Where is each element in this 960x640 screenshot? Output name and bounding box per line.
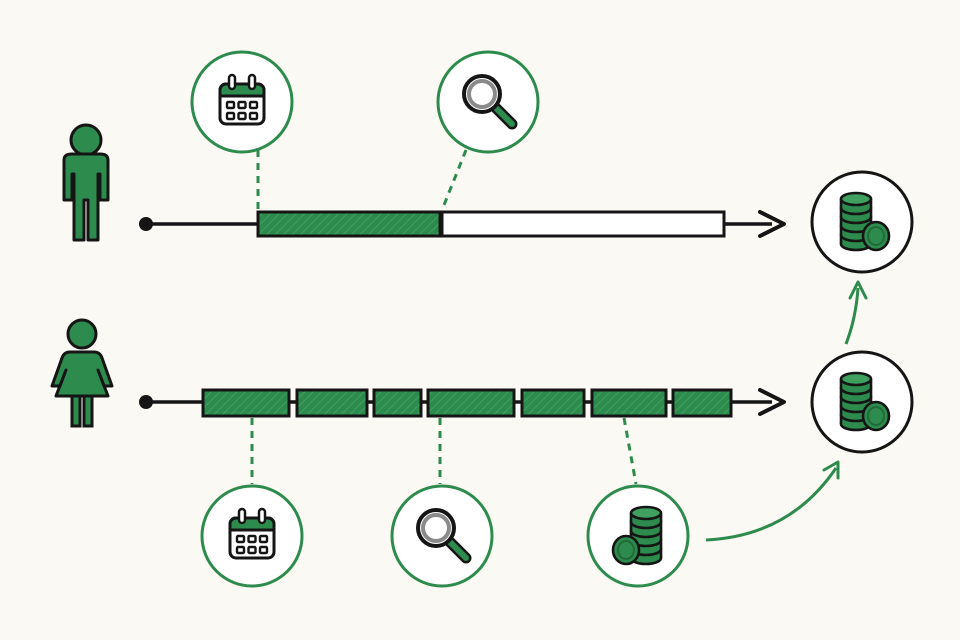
milestone-connector — [622, 417, 638, 485]
timeline-segment — [372, 388, 423, 418]
timeline-segment — [201, 388, 291, 418]
milestone-calendar — [200, 484, 304, 588]
arrowhead — [848, 280, 868, 300]
timeline-bottom — [50, 318, 914, 588]
milestone-coins — [586, 484, 690, 588]
timeline-segment — [590, 388, 668, 418]
timeline-arrowhead — [758, 210, 786, 238]
timeline-segment — [671, 388, 733, 418]
end-coins-top — [810, 170, 914, 274]
curved-arrow-bottom-to-top — [844, 287, 860, 345]
milestone-connector — [440, 149, 468, 211]
timeline-segment-empty — [440, 210, 726, 238]
timeline-segment — [295, 388, 369, 418]
end-coins-bottom — [810, 350, 914, 454]
woman-person-icon — [50, 318, 114, 428]
timeline-segment-filled — [256, 210, 442, 238]
arrowhead — [822, 460, 840, 480]
milestone-magnifier — [390, 484, 494, 588]
milestone-calendar — [190, 50, 294, 154]
timeline-start-dot — [139, 395, 153, 409]
milestone-magnifier — [436, 50, 540, 154]
timeline-start-dot — [139, 217, 153, 231]
timeline-segment — [426, 388, 516, 418]
timeline-arrowhead — [758, 388, 786, 416]
timeline-top — [62, 50, 914, 274]
man-person-icon — [62, 123, 110, 242]
curved-arrow-coins-to-bottom — [705, 467, 838, 542]
connector-arrows — [705, 280, 868, 542]
timeline-segment — [520, 388, 586, 418]
